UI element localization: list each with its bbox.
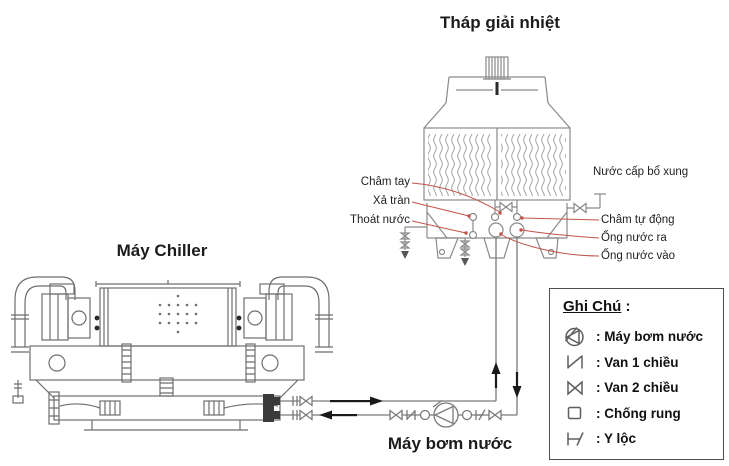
two-way-valve-icon [389,409,403,421]
label-xa-tran: Xả tràn [372,195,410,207]
chiller-title: Máy Chiller [116,241,208,260]
anti-vibration-icon [567,407,582,420]
label-ong-nuoc-ra: Ống nước ra [601,232,667,244]
flow-arrows [319,362,522,420]
tower-fan-motor-icon [483,56,511,95]
chiller-drawing [11,276,333,431]
check-valve-icon [406,410,416,420]
legend-item-pump: : Máy bơm nước [563,324,723,350]
check-valve-icon [567,355,583,369]
legend-item-check-valve: : Van 1 chiều [563,350,723,376]
legend-box: Ghi Chú : : Máy bơm nước : Van 1 chiều :… [549,288,724,460]
legend-item-y-strainer: : Y lộc [563,426,723,452]
pump-title: Máy bơm nước [387,434,513,453]
two-way-valve-icon [488,409,502,421]
two-way-valve-icon [567,380,583,396]
flex-connector-icon [419,409,431,421]
legend-item-two-way-valve: : Van 2 chiều [563,375,723,401]
pump-icon [564,326,584,346]
cooling-tower-drawing [399,56,606,266]
y-strainer-icon [475,409,486,421]
label-thoat-nuoc: Thoát nước [350,214,410,226]
y-strainer-icon [567,431,584,446]
label-ong-nuoc-vao: Ống nước vào [601,250,676,262]
legend-item-anti-vibration: : Chống rung [563,401,723,427]
two-way-valve-icon [299,409,313,421]
flex-connector-icon [461,409,473,421]
tower-title: Tháp giải nhiệt [440,13,560,32]
two-way-valve-icon [299,395,313,407]
pump-icon [432,399,459,428]
label-cham-tu-dong: Châm tự động [601,214,675,226]
label-cham-tay: Châm tay [360,176,410,188]
piping [280,237,518,428]
legend-title: Ghi Chú : [563,298,631,315]
leader-lines [411,182,600,257]
label-nuoc-cap-bo-xung: Nước cấp bổ xung [593,166,689,178]
